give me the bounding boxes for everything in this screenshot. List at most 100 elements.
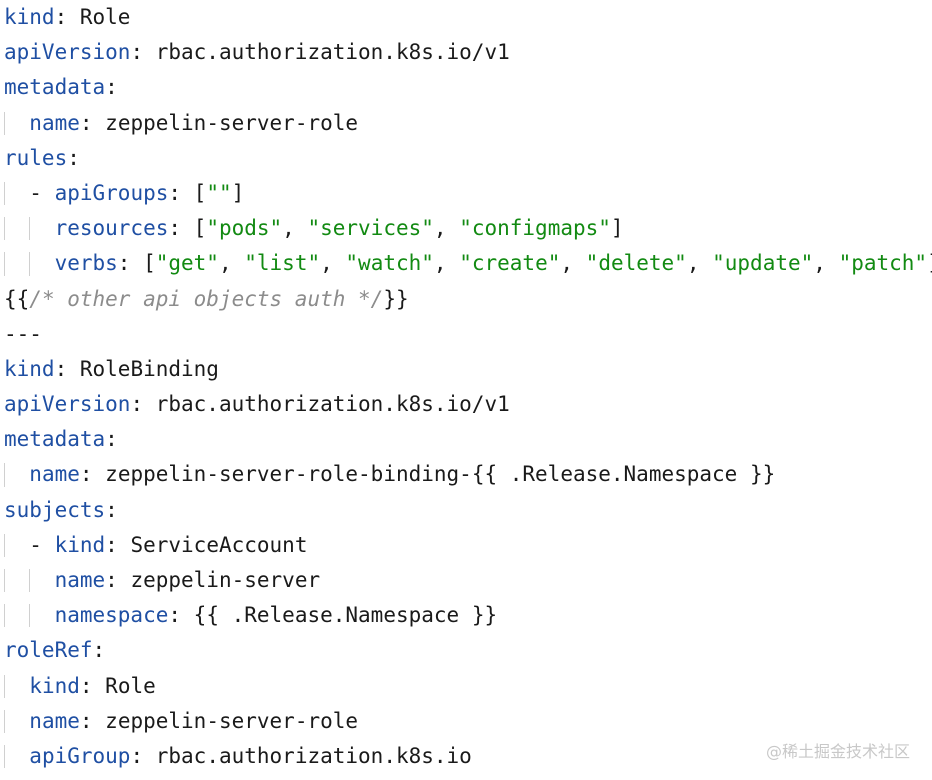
yaml-key: rules <box>4 145 68 170</box>
yaml-key: kind <box>4 356 55 381</box>
code-line: name: zeppelin-server-role-binding-{{ .R… <box>0 457 932 492</box>
yaml-punctuation: - <box>29 180 55 205</box>
code-line: name: zeppelin-server-role <box>0 106 932 141</box>
code-line: verbs: ["get", "list", "watch", "create"… <box>0 246 932 281</box>
yaml-key: kind <box>4 5 55 29</box>
yaml-string: "watch" <box>345 251 434 276</box>
yaml-key: apiVersion <box>4 392 131 417</box>
code-line: - kind: ServiceAccount <box>0 528 932 563</box>
indent <box>4 111 29 135</box>
yaml-value: Role <box>79 5 131 29</box>
yaml-string: "configmaps" <box>459 216 611 241</box>
code-line: kind: Role <box>0 0 932 35</box>
yaml-punctuation: --- <box>4 321 42 346</box>
yaml-key: resources <box>54 216 169 241</box>
code-line: --- <box>0 317 932 352</box>
yaml-punctuation: - <box>29 532 55 557</box>
yaml-punctuation: ] <box>231 180 245 205</box>
indent-guide <box>4 217 5 241</box>
code-line: name: zeppelin-server <box>0 563 932 598</box>
code-line: - apiGroups: [""] <box>0 176 932 211</box>
indent <box>4 744 29 768</box>
indent-guide <box>4 569 5 593</box>
yaml-key: subjects <box>4 497 106 522</box>
yaml-punctuation: ] <box>610 216 624 241</box>
yaml-punctuation: : <box>130 743 156 768</box>
yaml-key: name <box>54 568 106 592</box>
indent-guide <box>4 604 5 628</box>
yaml-punctuation: , <box>282 216 308 241</box>
indent-guide <box>4 181 5 206</box>
template-delimiter: }} <box>383 286 409 311</box>
indent <box>4 181 29 205</box>
code-line: apiVersion: rbac.authorization.k8s.io/v1 <box>0 387 932 422</box>
template-delimiter: {{ <box>4 286 30 311</box>
indent <box>4 462 29 486</box>
yaml-punctuation: , <box>813 251 839 276</box>
indent-guide <box>4 674 5 698</box>
yaml-punctuation: : [ <box>168 180 207 205</box>
indent-guide <box>29 252 31 276</box>
yaml-key: namespace <box>54 603 169 628</box>
code-line: kind: RoleBinding <box>0 352 932 387</box>
yaml-punctuation: : <box>130 40 156 65</box>
indent-guide <box>29 217 31 241</box>
yaml-punctuation: : <box>54 356 80 381</box>
yaml-string: "get" <box>155 251 219 276</box>
yaml-string: "update" <box>712 251 814 276</box>
indent-guide <box>29 569 31 593</box>
indent-guide <box>4 111 5 135</box>
yaml-string: "pods" <box>206 216 283 241</box>
indent <box>4 709 29 733</box>
yaml-punctuation: : <box>79 708 106 733</box>
yaml-punctuation: , <box>320 251 346 276</box>
yaml-punctuation: , <box>218 251 245 276</box>
yaml-value: zeppelin-server <box>130 568 321 592</box>
yaml-value: {{ .Release.Namespace }} <box>193 603 498 628</box>
template-comment: /* other api objects auth */ <box>29 286 384 311</box>
yaml-punctuation: : <box>79 673 106 698</box>
code-line: metadata: <box>0 422 932 457</box>
yaml-value: Role <box>105 673 156 698</box>
yaml-value: ServiceAccount <box>130 532 308 557</box>
yaml-key: kind <box>54 532 106 557</box>
yaml-string: "" <box>206 180 232 205</box>
yaml-punctuation: : <box>79 110 106 135</box>
yaml-punctuation: : <box>105 532 131 557</box>
indent-guide <box>4 533 5 557</box>
yaml-key: roleRef <box>4 638 93 663</box>
yaml-value: rbac.authorization.k8s.io <box>155 743 472 768</box>
yaml-punctuation: : <box>130 392 156 417</box>
code-line: rules: <box>0 141 932 176</box>
yaml-punctuation: : <box>79 462 106 487</box>
indent-guide <box>4 463 5 487</box>
yaml-punctuation: : <box>105 427 118 452</box>
yaml-punctuation: , <box>433 216 460 241</box>
yaml-key: metadata <box>4 75 106 100</box>
code-line: name: zeppelin-server-role <box>0 704 932 739</box>
yaml-key: verbs <box>54 251 118 276</box>
code-line: apiVersion: rbac.authorization.k8s.io/v1 <box>0 35 932 70</box>
yaml-key: name <box>29 462 80 487</box>
indent-guide <box>4 744 5 769</box>
code-line: subjects: <box>0 493 932 528</box>
yaml-punctuation: ] <box>927 251 932 275</box>
yaml-string: "services" <box>307 216 434 241</box>
yaml-punctuation: , <box>686 251 713 276</box>
yaml-value: RoleBinding <box>79 356 219 381</box>
yaml-key: name <box>29 110 80 135</box>
code-line: roleRef: <box>0 633 932 668</box>
indent <box>4 533 29 557</box>
yaml-key: name <box>29 708 80 733</box>
code-line: {{/* other api objects auth */}} <box>0 282 932 317</box>
yaml-value: zeppelin-server-role <box>105 110 359 135</box>
indent-guide <box>4 252 5 276</box>
yaml-key: apiGroups <box>54 180 169 205</box>
yaml-key: kind <box>29 673 80 698</box>
yaml-punctuation: : <box>67 145 80 170</box>
yaml-string: "list" <box>244 251 321 276</box>
code-line: metadata: <box>0 70 932 105</box>
yaml-punctuation: : <box>105 568 131 592</box>
yaml-punctuation: : <box>92 638 106 663</box>
